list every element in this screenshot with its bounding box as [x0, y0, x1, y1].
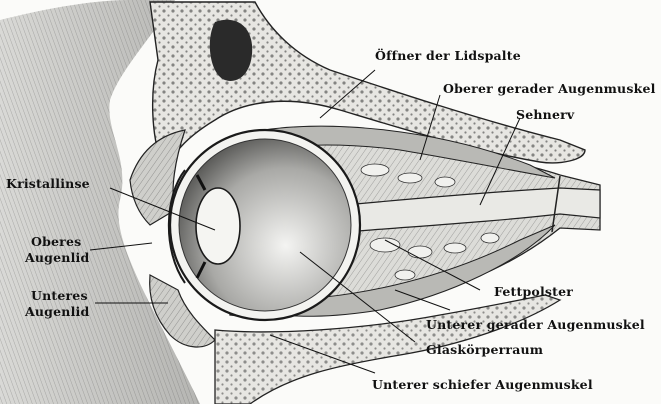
label-unteres-augenlid-line1: Unteres	[31, 289, 88, 303]
label-oberes-augenlid-line1: Oberes	[31, 235, 81, 249]
label-kristallinse: Kristallinse	[6, 177, 90, 191]
label-unteres-augenlid-line2: Augenlid	[25, 305, 89, 319]
label-oeffner-der-lidspalte: Öffner der Lidspalte	[375, 49, 521, 63]
label-glaskoerperraum: Glaskörperraum	[426, 343, 543, 357]
label-unterer-gerader-augenmuskel: Unterer gerader Augenmuskel	[426, 318, 645, 332]
label-oberer-gerader-augenmuskel: Oberer gerader Augenmuskel	[443, 82, 656, 96]
frontal-sinus	[210, 20, 252, 81]
label-sehnerv: Sehnerv	[516, 108, 574, 122]
label-oberes-augenlid-line2: Augenlid	[25, 251, 89, 265]
crystalline-lens	[196, 188, 240, 264]
label-unterer-schiefer-augenmuskel: Unterer schiefer Augenmuskel	[372, 378, 593, 392]
label-fettpolster: Fettpolster	[494, 285, 573, 299]
